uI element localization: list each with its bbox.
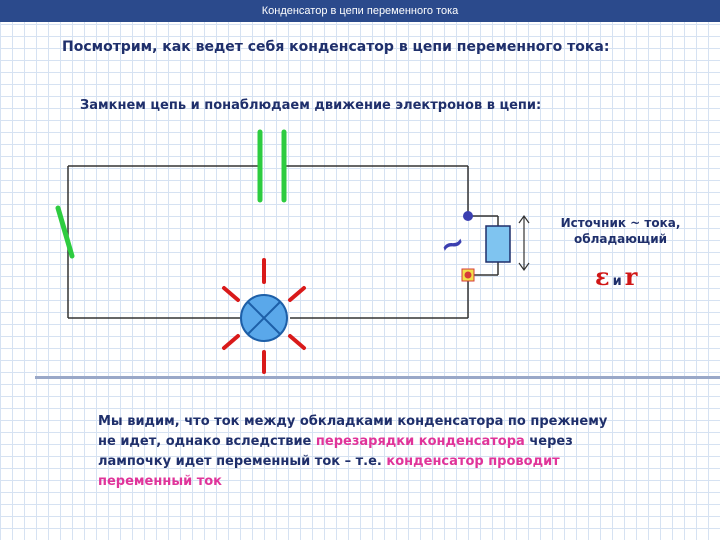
ac-source-icon xyxy=(485,214,530,272)
conclusion-highlight2: конденсатор проводит переменный ток xyxy=(98,454,560,489)
source-label-line2: обладающий xyxy=(573,232,668,246)
page-heading: Посмотрим, как ведет себя конденсатор в … xyxy=(62,39,610,55)
lamp-icon xyxy=(240,294,288,342)
source-label: Источник ~ тока, обладающий xyxy=(548,215,693,247)
ac-symbol: ~ xyxy=(435,224,471,265)
conclusion-highlight1: перезарядки конденсатора xyxy=(315,434,525,449)
lamp-rays xyxy=(222,258,306,374)
emf-conjunction: и xyxy=(612,274,622,289)
emf-symbol: ε xyxy=(595,262,610,291)
page-subheading: Замкнем цепь и понаблюдаем движение элек… xyxy=(80,98,542,113)
section-divider xyxy=(35,376,720,379)
window-title: Конденсатор в цепи переменного тока xyxy=(261,5,459,17)
conclusion-part1: Мы видим, что ток между обкладками конде… xyxy=(98,414,608,449)
terminal-top-icon xyxy=(463,211,473,221)
resistance-symbol: r xyxy=(624,262,638,291)
conclusion-text: Мы видим, что ток между обкладками конде… xyxy=(98,412,618,492)
source-label-line1: Источник ~ тока, xyxy=(560,216,681,230)
capacitor-icon xyxy=(257,129,287,203)
electron-indicator-icon xyxy=(55,205,75,259)
window-title-bar: Конденсатор в цепи переменного тока xyxy=(0,0,720,22)
conclusion-part2: через лампочку идет переменный ток – т.е… xyxy=(98,434,573,469)
terminal-bottom-dot xyxy=(464,271,472,279)
